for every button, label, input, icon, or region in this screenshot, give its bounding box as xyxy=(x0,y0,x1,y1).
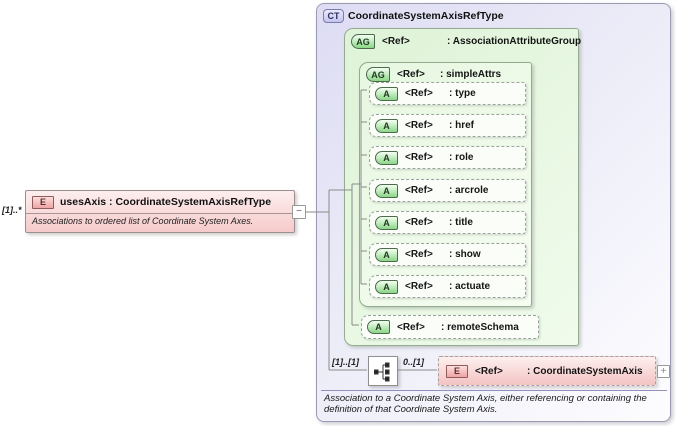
attribute-row-arcrole[interactable]: A <Ref> : arcrole xyxy=(369,179,526,202)
simple-attrs-name: : simpleAttrs xyxy=(440,69,502,80)
attribute-group-box-association[interactable]: AG <Ref> : AssociationAttributeGroup AG … xyxy=(344,28,582,346)
element-badge: E xyxy=(32,195,54,209)
attribute-row-role[interactable]: A <Ref> : role xyxy=(369,146,526,169)
ref-label: <Ref> xyxy=(405,281,433,292)
attribute-row-href[interactable]: A <Ref> : href xyxy=(369,114,526,137)
simple-attrs-header: AG <Ref> : simpleAttrs xyxy=(360,63,531,82)
attribute-badge: A xyxy=(375,215,398,230)
attribute-name: : show xyxy=(449,249,481,260)
attribute-name: : actuate xyxy=(449,281,491,292)
element-box-uses-axis[interactable]: E usesAxis : CoordinateSystemAxisRefType… xyxy=(25,190,295,233)
ref-label: <Ref> xyxy=(475,365,503,377)
complex-type-badge: CT xyxy=(323,9,344,23)
attribute-name: : type xyxy=(449,88,476,99)
attribute-row-type[interactable]: A <Ref> : type xyxy=(369,82,526,105)
collapse-toggle-icon[interactable]: − xyxy=(292,205,306,219)
element-multiplicity-label: 0..[1] xyxy=(403,357,425,367)
attribute-badge: A xyxy=(375,118,398,133)
attribute-row-remote-schema[interactable]: A <Ref> : remoteSchema xyxy=(361,315,539,339)
attribute-name: : remoteSchema xyxy=(441,321,519,333)
attribute-badge: A xyxy=(375,150,398,165)
attribute-row-title[interactable]: A <Ref> : title xyxy=(369,211,526,234)
attribute-group-badge: AG xyxy=(351,34,375,49)
uses-axis-annotation: Associations to ordered list of Coordina… xyxy=(26,213,294,226)
ref-label: <Ref> xyxy=(405,120,433,131)
attribute-group-box-simple-attrs[interactable]: AG <Ref> : simpleAttrs A <Ref> : type A … xyxy=(359,62,532,307)
attribute-badge: A xyxy=(375,86,398,101)
complex-type-title: CoordinateSystemAxisRefType xyxy=(348,10,504,22)
attribute-group-badge: AG xyxy=(366,67,390,82)
attribute-group-name: : AssociationAttributeGroup xyxy=(447,36,582,47)
attribute-name: : href xyxy=(449,120,474,131)
attribute-name: : arcrole xyxy=(449,185,489,196)
ref-label: <Ref> xyxy=(397,321,425,333)
complex-type-box[interactable]: CT CoordinateSystemAxisRefType AG <Ref> … xyxy=(316,3,671,422)
expand-toggle-icon[interactable]: + xyxy=(657,365,670,378)
uses-axis-header: E usesAxis : CoordinateSystemAxisRefType xyxy=(26,191,294,213)
attribute-badge: A xyxy=(375,247,398,262)
attribute-row-actuate[interactable]: A <Ref> : actuate xyxy=(369,275,526,298)
attribute-badge: A xyxy=(367,320,390,334)
ref-label: <Ref> xyxy=(405,185,433,196)
attribute-name: : title xyxy=(449,217,473,228)
annotation-divider xyxy=(321,390,667,391)
ref-label: <Ref> xyxy=(405,249,433,260)
uses-axis-title: usesAxis : CoordinateSystemAxisRefType xyxy=(60,196,272,208)
element-ref-coordinate-system-axis[interactable]: E <Ref> : CoordinateSystemAxis xyxy=(438,356,656,386)
ref-label: <Ref> xyxy=(397,69,425,80)
sequence-icon[interactable] xyxy=(368,356,398,386)
element-badge: E xyxy=(446,364,468,378)
attribute-row-show[interactable]: A <Ref> : show xyxy=(369,243,526,266)
attribute-badge: A xyxy=(375,279,398,294)
sequence-multiplicity-label: [1]..[1] xyxy=(332,357,359,367)
attribute-group-header: AG <Ref> : AssociationAttributeGroup xyxy=(345,29,582,49)
ref-label: <Ref> xyxy=(382,36,410,47)
attribute-name: : role xyxy=(449,152,474,163)
ref-label: <Ref> xyxy=(405,88,433,99)
uses-axis-multiplicity-label: [1]..* xyxy=(2,205,22,215)
complex-type-annotation: Association to a Coordinate System Axis,… xyxy=(324,393,647,415)
ref-label: <Ref> xyxy=(405,152,433,163)
ref-label: <Ref> xyxy=(405,217,433,228)
element-name: : CoordinateSystemAxis xyxy=(527,365,643,377)
sequence-glyph xyxy=(373,362,390,382)
attribute-badge: A xyxy=(375,183,398,198)
